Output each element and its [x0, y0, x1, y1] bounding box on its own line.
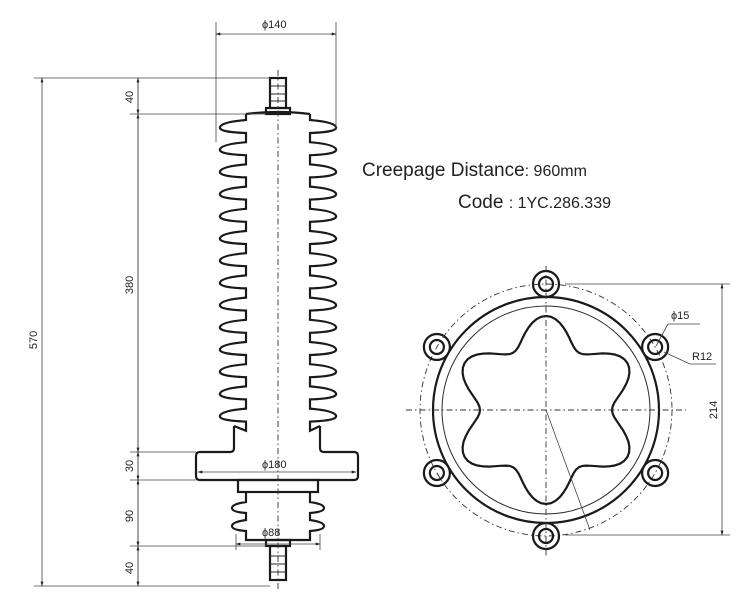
code-label: Code: [458, 192, 504, 213]
creepage-label: Creepage Distance: [362, 160, 525, 181]
bolt-boss: [422, 332, 451, 362]
dim-flange-height: 30: [124, 460, 136, 472]
bolt-hole: [537, 275, 555, 293]
code-spec: Code : 1YC.286.339: [458, 192, 611, 214]
bolt-hole: [428, 338, 445, 356]
dim-bottom-terminal: 40: [124, 562, 136, 574]
creepage-spec: Creepage Distance: 960mm: [362, 160, 587, 182]
dim-total-height: 570: [28, 331, 40, 349]
dim-top-diameter: ϕ140: [262, 19, 287, 31]
top-terminal: [264, 76, 292, 116]
bolt-boss: [422, 458, 451, 488]
bolt-boss: [641, 332, 670, 362]
code-value: : 1YC.286.339: [508, 195, 611, 212]
bottom-view: [406, 266, 686, 556]
dim-base-diameter: ϕ88: [262, 527, 280, 539]
bolt-hole: [647, 464, 664, 482]
dim-hole-diameter: ϕ15: [671, 310, 689, 322]
dim-bolt-span: 214: [708, 401, 720, 419]
dim-top-terminal: 40: [124, 91, 136, 103]
bolt-hole: [428, 464, 445, 482]
bolt-boss: [641, 458, 670, 488]
side-dimensions: ϕ140 570 40 380 30 90 40 ϕ180 ϕ88: [28, 19, 357, 587]
bottom-dimensions: 214 ϕ15 R12: [565, 283, 730, 536]
dim-shed-section: 380: [124, 276, 136, 294]
bolt-hole: [537, 527, 555, 545]
dim-flange-diameter: ϕ180: [262, 459, 287, 471]
bolt-hole: [647, 338, 664, 356]
dim-hole-radius: R12: [692, 351, 712, 363]
bolt-holes: [422, 269, 670, 551]
dim-lower-section: 90: [124, 510, 136, 522]
lobed-opening: [461, 314, 631, 506]
side-view: [194, 70, 360, 590]
creepage-value: : 960mm: [524, 163, 587, 180]
